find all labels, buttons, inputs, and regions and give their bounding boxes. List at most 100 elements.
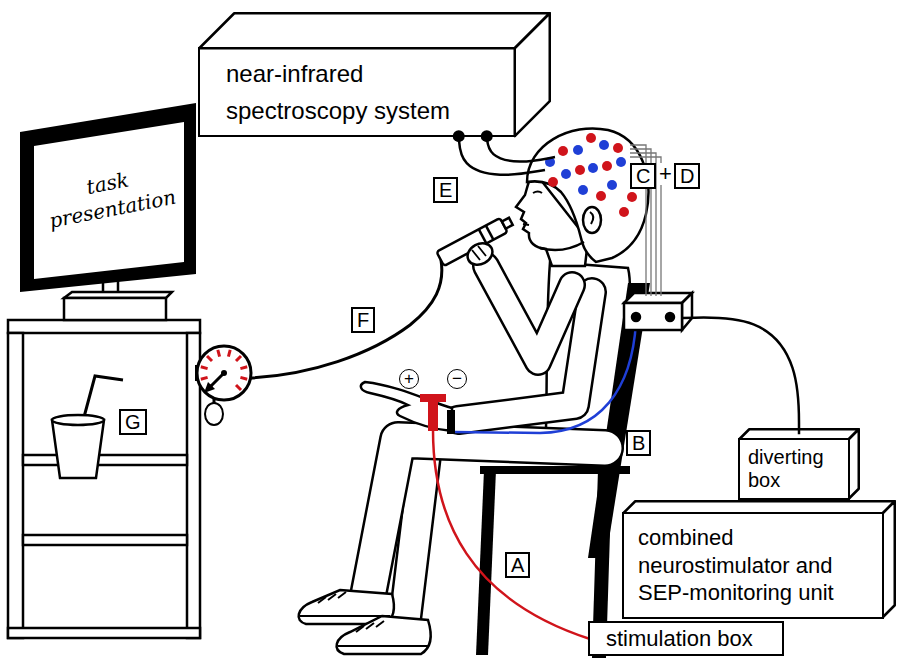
sneakers [299, 590, 431, 654]
pressure-gauge [201, 367, 208, 369]
pressure-gauge [204, 382, 215, 393]
raised-arm [486, 266, 572, 362]
bookshelf [8, 333, 23, 638]
mouthpiece [479, 229, 487, 243]
eeg-cable [630, 153, 656, 296]
optode [575, 165, 585, 175]
optode [573, 145, 583, 155]
drink-cup [52, 376, 123, 478]
monitor [20, 103, 196, 320]
stimulation-cable [433, 430, 590, 639]
pressure-tube [250, 260, 442, 378]
chair-frame [476, 470, 496, 655]
equipment-box: combined neurostimulator and SEP-monitor… [622, 512, 884, 619]
callout-letter: A [505, 552, 530, 578]
node-text: near-infrared spectroscopy system [226, 55, 488, 129]
equipment-box: stimulation box [588, 621, 784, 656]
monitor-screen: task presentation [36, 157, 183, 235]
pressure-gauge [207, 356, 212, 361]
bookshelf [23, 455, 187, 465]
sneakers [337, 616, 431, 654]
head [523, 224, 529, 225]
node-text: diverting box [748, 446, 840, 492]
optode [588, 163, 598, 173]
stimulation-electrode [428, 400, 438, 431]
near-leg [368, 440, 605, 596]
chair-junction-box [666, 313, 674, 321]
callout-letter: F [351, 307, 375, 333]
bookshelf [8, 628, 200, 638]
head [533, 192, 542, 194]
callout-letter: E [433, 177, 458, 203]
optode [627, 192, 637, 202]
sneakers [300, 592, 390, 616]
raised-arm [486, 266, 572, 362]
callout-letter: G [119, 409, 147, 435]
callout-letter: D [674, 163, 700, 189]
stimulation-electrode [420, 394, 455, 434]
pressure-gauge [228, 350, 230, 357]
pressure-gauge [205, 403, 223, 425]
signal-cable [682, 317, 799, 434]
pressure-gauge [197, 346, 251, 400]
gripping-hand [464, 239, 496, 269]
optode [616, 157, 626, 167]
head [516, 128, 648, 266]
pressure-gauge [218, 350, 220, 357]
optode [586, 133, 596, 143]
near-leg [368, 440, 605, 596]
chair-junction-box [624, 303, 682, 330]
optode [596, 191, 606, 201]
box-face [883, 501, 895, 617]
monitor [20, 103, 196, 292]
bookshelf [23, 535, 187, 545]
signal-cable [459, 136, 545, 175]
signal-cable [487, 136, 555, 161]
drink-cup [52, 415, 104, 425]
optode [607, 180, 617, 190]
drink-cup [52, 420, 104, 478]
optode [548, 177, 558, 187]
pressure-gauge [221, 370, 227, 376]
equipment-box: near-infrared spectroscopy system [198, 47, 516, 137]
callout-letter: B [626, 430, 651, 456]
monitor [34, 122, 184, 279]
pressure-gauge [201, 377, 208, 379]
near-leg [368, 440, 605, 596]
mouthpiece [486, 226, 494, 240]
bookshelf [8, 320, 200, 638]
polarity-sign: − [447, 369, 467, 389]
chair-junction-box [682, 293, 692, 330]
chair-junction-box [624, 293, 692, 330]
optode [602, 161, 612, 171]
bookshelf [8, 320, 200, 333]
head [540, 242, 584, 250]
eeg-cable [630, 145, 661, 296]
mouthpiece [502, 218, 513, 229]
polarity-sign: + [399, 369, 419, 389]
node-text: task presentation [36, 157, 183, 235]
monitor [64, 298, 166, 320]
chair-junction-box [632, 313, 640, 321]
box-face [849, 429, 859, 499]
pressure-gauge [240, 367, 247, 369]
node-text: stimulation box [606, 626, 766, 651]
optode [578, 185, 588, 195]
node-text: combined neurostimulator and SEP-monitor… [638, 524, 868, 607]
pressure-gauge [196, 346, 251, 425]
box-face [199, 13, 550, 48]
equipment-box: diverting box [738, 438, 850, 500]
gripping-hand [472, 246, 486, 260]
open-hand [361, 382, 452, 431]
sneakers [338, 621, 428, 646]
pressure-gauge [236, 385, 241, 390]
pressure-gauge [236, 356, 241, 361]
optode [558, 146, 568, 156]
optode [613, 143, 623, 153]
callout-letter: C [630, 163, 656, 189]
box-face [515, 13, 550, 136]
gripping-hand [464, 239, 496, 269]
head [590, 212, 593, 224]
